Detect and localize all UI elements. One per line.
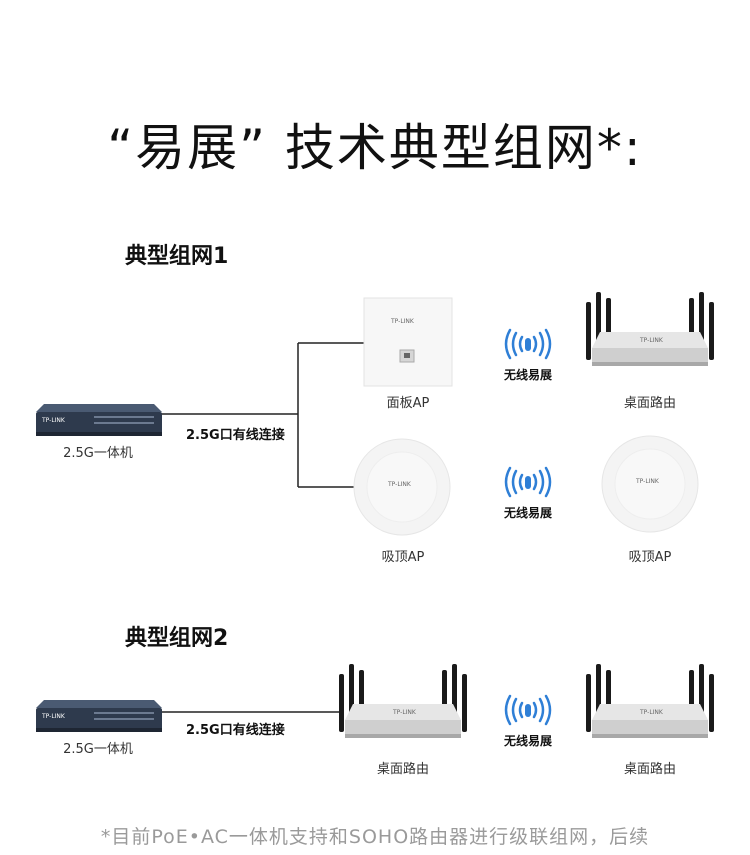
link-2-label: 2.5G口有线连接 (186, 723, 285, 738)
wireless-label-top: 无线易展 (503, 368, 552, 382)
router-3-label: 桌面路由 (623, 762, 676, 777)
ceiling-ap-1-label: 吸顶AP (381, 550, 425, 565)
router-icon: TP-LINK (586, 292, 714, 366)
wireless-mesh-bottom (503, 466, 553, 498)
footnote: *目前PoE•AC一体机支持和SOHO路由器进行级联组网，后续 (100, 826, 650, 848)
svg-text:TP-LINK: TP-LINK (639, 709, 664, 716)
router-1-label: 桌面路由 (623, 396, 676, 411)
ceiling-ap-device-1: TP-LINK (352, 437, 452, 537)
router-icon: TP-LINK (586, 664, 714, 738)
svg-text:TP-LINK: TP-LINK (392, 709, 417, 716)
wireless-label-bottom: 无线易展 (503, 506, 552, 520)
router-2-label: 桌面路由 (376, 762, 429, 777)
wifi-signal-icon (504, 466, 552, 498)
svg-text:TP-LINK: TP-LINK (41, 417, 66, 424)
switch-1-label: 2.5G一体机 (63, 446, 133, 461)
topology1-heading: 典型组网1 (125, 244, 229, 269)
router-device-1: TP-LINK (580, 288, 720, 378)
switch-device-1: TP-LINK (34, 402, 164, 442)
topology2-heading: 典型组网2 (125, 626, 229, 651)
ceiling-ap-device-2: TP-LINK (600, 434, 700, 534)
wireless-mesh-top (503, 328, 553, 360)
panel-ap-device: TP-LINK (363, 297, 453, 387)
ceiling-ap-2-label: 吸顶AP (628, 550, 672, 565)
switch-device-2: TP-LINK (34, 698, 164, 738)
svg-text:TP-LINK: TP-LINK (635, 478, 660, 485)
wifi-signal-icon (504, 328, 552, 360)
switch-2-label: 2.5G一体机 (63, 742, 133, 757)
ceiling-ap-icon: TP-LINK (601, 435, 699, 533)
switch-icon: TP-LINK (36, 404, 162, 436)
router-device-3: TP-LINK (580, 660, 720, 750)
svg-text:TP-LINK: TP-LINK (41, 713, 66, 720)
page-title: “易展” 技术典型组网*: (107, 119, 643, 177)
svg-text:TP-LINK: TP-LINK (387, 481, 412, 488)
router-device-2: TP-LINK (333, 660, 473, 750)
wireless-mesh-topology2 (503, 694, 553, 726)
wireless-label-topology2: 无线易展 (503, 734, 552, 748)
wifi-signal-icon (504, 694, 552, 726)
switch-icon: TP-LINK (36, 700, 162, 732)
svg-text:TP-LINK: TP-LINK (639, 337, 664, 344)
panel-ap-icon: TP-LINK (363, 297, 453, 387)
panel-ap-label: 面板AP (386, 396, 430, 411)
ceiling-ap-icon: TP-LINK (353, 438, 451, 536)
svg-text:TP-LINK: TP-LINK (390, 318, 415, 325)
router-icon: TP-LINK (339, 664, 467, 738)
link-1-label: 2.5G口有线连接 (186, 428, 285, 443)
